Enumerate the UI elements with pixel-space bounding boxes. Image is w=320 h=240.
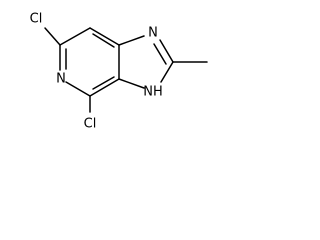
bond-c6-c7 (59, 27, 91, 46)
atom-label-cl-bottom: Cl (84, 117, 97, 132)
bond-c4-n5 (65, 81, 91, 97)
atom-label-nh: NH (143, 85, 163, 100)
bond-c7-c7a-inner (92, 33, 115, 48)
bond-n1-c2 (159, 39, 174, 63)
atom-label-n-pyridine: N (56, 72, 66, 87)
atom-label-cl-top: Cl (30, 12, 43, 27)
atom-labels: Cl N Cl N NH (30, 12, 163, 132)
structure-diagram: Cl N Cl N NH (30, 12, 208, 132)
bond-c3a-c4-inner (92, 76, 115, 90)
bond-c2-n3 (160, 61, 174, 83)
bond-c7a-n1 (118, 35, 145, 46)
bonds (44, 27, 208, 113)
bond-n3-c3a (118, 78, 145, 89)
bond-c7-c7a (89, 27, 120, 46)
bond-c3a-c4 (89, 78, 120, 97)
bond-n1-c2-inner (153, 43, 167, 65)
atom-label-n-imidazole: N (148, 26, 158, 41)
bond-c6-cl (44, 27, 61, 46)
